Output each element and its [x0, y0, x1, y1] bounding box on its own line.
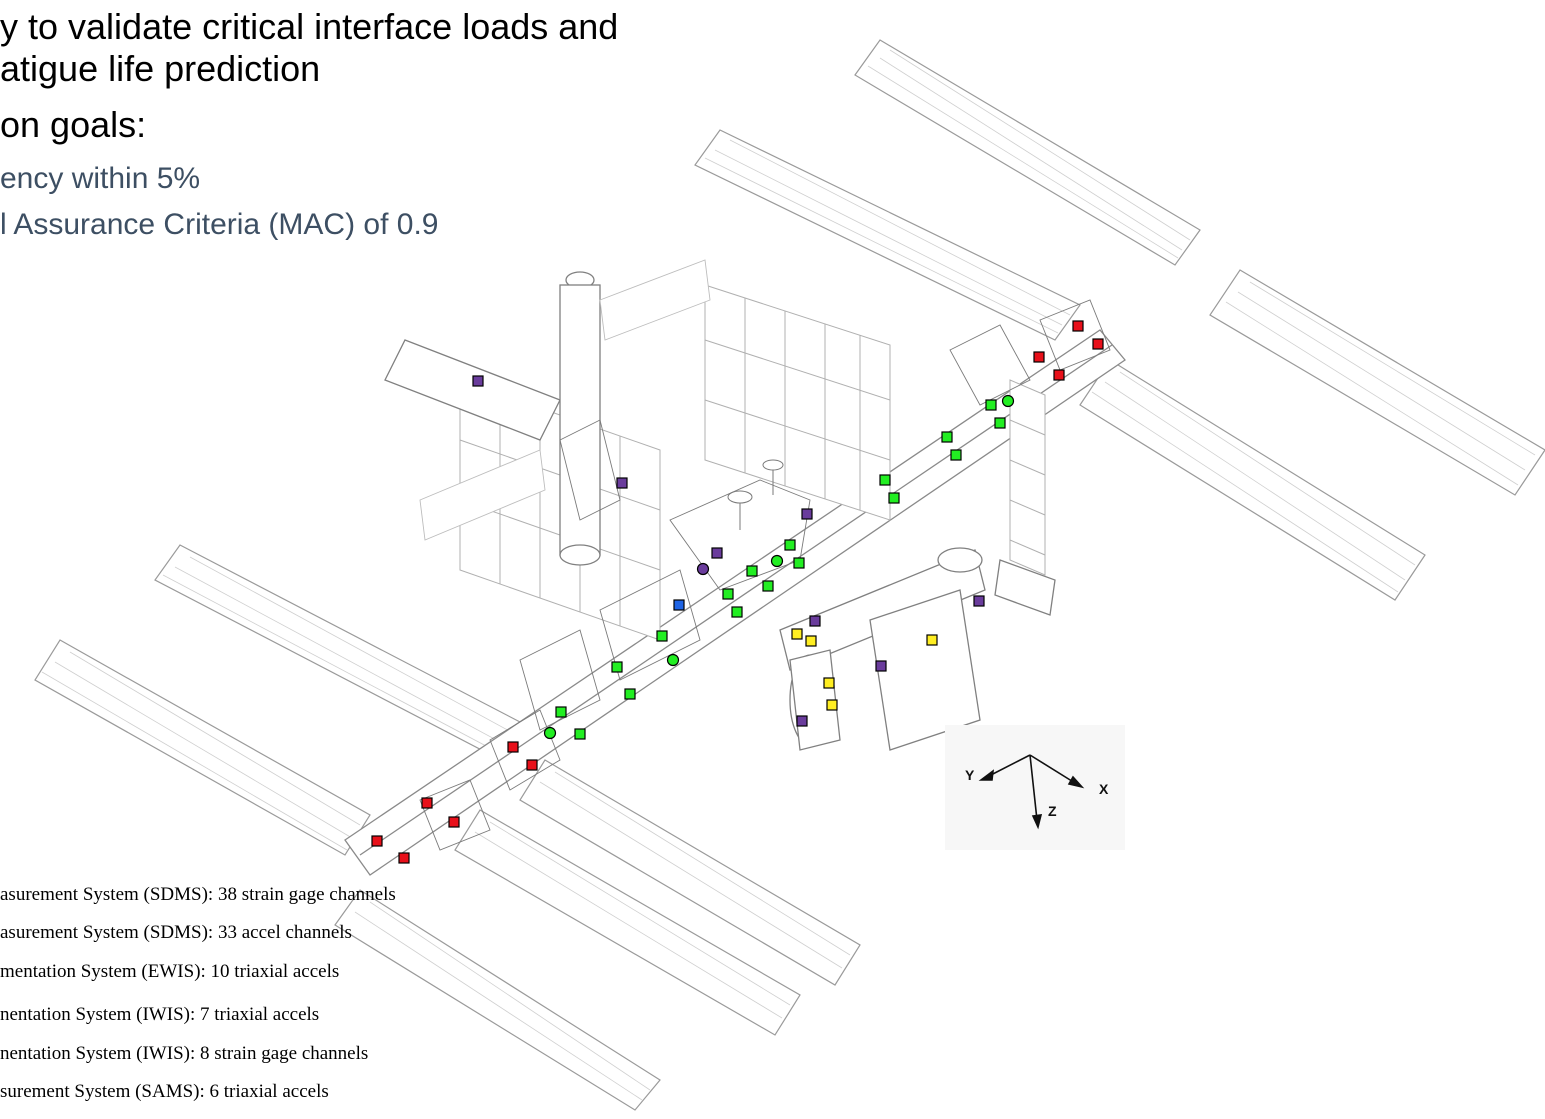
red-marker	[1072, 320, 1084, 332]
purple-marker	[472, 375, 484, 387]
green-marker	[793, 557, 805, 569]
purple-marker	[616, 477, 628, 489]
yellow-marker	[791, 628, 803, 640]
sub-bullet-1: ency within 5%	[0, 162, 201, 195]
green-marker	[731, 606, 743, 618]
purple-marker	[796, 715, 808, 727]
yellow-marker	[926, 634, 938, 646]
bullet-line-3: on goals:	[0, 104, 147, 145]
red-marker	[448, 816, 460, 828]
green-marker	[762, 580, 774, 592]
purple-marker	[875, 660, 887, 672]
axis-label-z: Z	[1048, 803, 1057, 819]
green-marker	[555, 706, 567, 718]
legend-item: asurement System (SDMS): 33 accel channe…	[0, 922, 352, 943]
green-circle-marker	[543, 726, 557, 740]
lab-module	[779, 547, 986, 751]
green-marker	[941, 431, 953, 443]
iwis-strain-markers	[791, 628, 938, 711]
red-marker	[1092, 338, 1104, 350]
green-circle-marker	[770, 554, 784, 568]
solar-array-lower-right	[334, 759, 861, 1111]
green-marker	[574, 728, 586, 740]
axis-label-y: Y	[965, 767, 975, 783]
purple-marker	[711, 547, 723, 559]
green-circle-marker	[666, 653, 680, 667]
green-marker	[985, 399, 997, 411]
solar-array-upper-left	[694, 39, 1201, 341]
purple-marker	[809, 615, 821, 627]
green-marker	[950, 449, 962, 461]
yellow-marker	[805, 635, 817, 647]
yellow-marker	[823, 677, 835, 689]
legend-item: asurement System (SDMS): 38 strain gage …	[0, 884, 396, 905]
russian-segment-module	[384, 271, 601, 566]
bullet-line-2: atigue life prediction	[0, 48, 321, 89]
purple-marker	[801, 508, 813, 520]
yellow-marker	[826, 699, 838, 711]
green-marker	[994, 417, 1006, 429]
green-marker	[746, 565, 758, 577]
coordinate-axes: Y Z X	[945, 725, 1125, 850]
red-marker	[371, 835, 383, 847]
node-module	[994, 559, 1056, 616]
legend-item: surement System (SAMS): 6 triaxial accel…	[0, 1081, 329, 1102]
green-marker	[879, 474, 891, 486]
green-marker	[888, 492, 900, 504]
purple-circle-marker	[696, 562, 710, 576]
legend-item: nentation System (IWIS): 8 strain gage c…	[0, 1043, 369, 1064]
red-marker	[421, 797, 433, 809]
sdms-accel-markers	[555, 399, 1006, 740]
legend-item: nentation System (IWIS): 7 triaxial acce…	[0, 1004, 320, 1025]
bullet-line-1: y to validate critical interface loads a…	[0, 6, 619, 47]
red-marker	[526, 759, 538, 771]
blue-marker	[673, 599, 685, 611]
green-circle-marker	[1001, 394, 1015, 408]
legend-item: mentation System (EWIS): 10 triaxial acc…	[0, 961, 340, 982]
ewis-markers	[543, 394, 1015, 740]
red-marker	[1053, 369, 1065, 381]
green-marker	[656, 630, 668, 642]
green-marker	[722, 588, 734, 600]
red-marker	[398, 852, 410, 864]
sub-bullet-2: l Assurance Criteria (MAC) of 0.9	[0, 208, 439, 241]
green-marker	[611, 661, 623, 673]
green-marker	[784, 539, 796, 551]
sdms-strain-markers	[371, 320, 1104, 864]
red-marker	[1033, 351, 1045, 363]
red-marker	[507, 741, 519, 753]
green-marker	[624, 688, 636, 700]
axis-label-x: X	[1099, 781, 1109, 797]
iwis-accel-markers	[472, 375, 985, 727]
purple-marker	[973, 595, 985, 607]
